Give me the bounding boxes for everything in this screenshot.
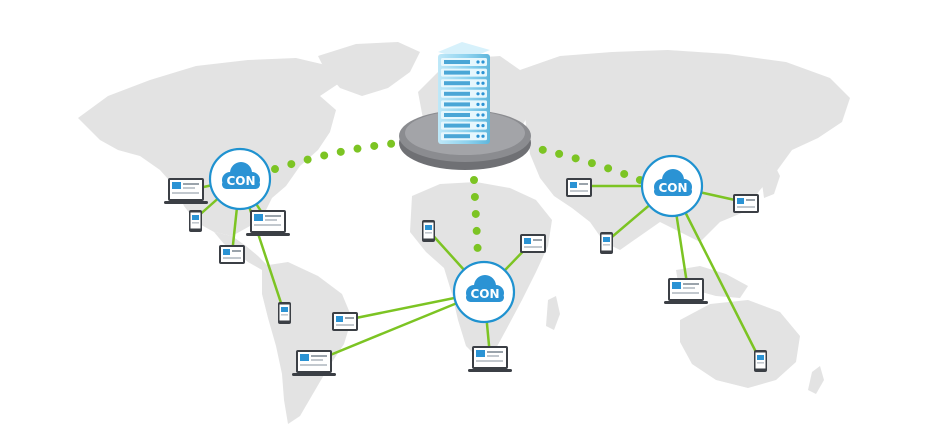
rack-unit [441,111,487,119]
cloud-icon [222,162,260,189]
link-origin-north-america [268,138,412,174]
tablet-icon [566,178,592,197]
smartphone-icon [754,350,767,372]
rack-unit [441,100,487,109]
tablet-icon [219,245,245,264]
tablet-icon [332,312,358,331]
edge-node-asia: CON [640,154,704,218]
origin-edge-links [268,138,644,260]
origin-server [399,42,531,170]
japan-landmass [760,160,780,198]
laptop-icon [164,178,208,204]
laptop-icon [246,210,290,236]
laptop-icon [292,350,336,376]
rack-unit [441,132,487,141]
asia-landmass [520,50,850,250]
smartphone-icon [278,302,291,324]
server-rack-units [441,58,487,141]
edge-node-label: CON [470,287,499,301]
rack-unit [441,79,487,88]
australia-landmass [680,300,800,388]
link-asia-phone-2 [670,184,762,362]
tablet-icon [520,234,546,253]
rack-unit [441,68,487,77]
laptop-icon [664,278,708,304]
madagascar-landmass [546,296,560,330]
edge-node-label: CON [658,181,687,195]
edge-node-label: CON [226,174,255,188]
north-america-landmass [78,58,338,236]
new-zealand-landmass [808,366,824,394]
edge-nodes: CON CON CON [208,147,704,324]
rack-unit [441,89,487,98]
cloud-icon [654,169,692,196]
greenland-landmass [318,42,420,96]
cloud-icon [466,275,504,302]
smartphone-icon [422,220,435,242]
smartphone-icon [189,210,202,232]
smartphone-icon [600,232,613,254]
rack-unit [441,121,487,130]
rack-unit [441,58,487,66]
edge-node-north-america: CON [208,147,272,211]
tablet-icon [733,194,759,213]
client-devices [164,178,767,376]
server-rack-icon [438,42,490,144]
edge-node-africa: CON [452,260,516,324]
link-origin-asia [522,142,644,184]
laptop-icon [468,346,512,372]
